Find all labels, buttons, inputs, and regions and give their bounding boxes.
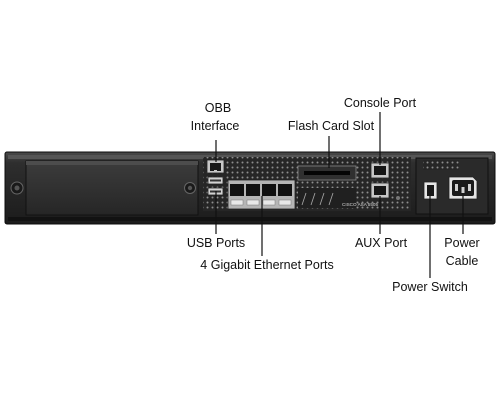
label-power-line2: Cable [446, 254, 479, 268]
obb-port [206, 159, 225, 174]
label-power-line1: Power [444, 236, 479, 250]
blank-slot-cover [25, 160, 199, 216]
flash-card-slot [297, 165, 357, 181]
model-label: CISCO ASA 5505 [342, 202, 378, 207]
status-led-strip [298, 188, 356, 208]
label-obb-line1: OBB [205, 101, 231, 115]
leader-lines [215, 112, 464, 278]
ground-screw-icon [396, 196, 400, 200]
label-obb-line2: Interface [191, 119, 240, 133]
label-aux-port: AUX Port [355, 236, 408, 250]
label-power-switch: Power Switch [392, 280, 468, 294]
label-usb-ports: USB Ports [187, 236, 245, 250]
label-console-port: Console Port [344, 96, 417, 110]
console-port [370, 162, 390, 179]
power-inlet [448, 176, 478, 200]
label-gigabit-ports: 4 Gigabit Ethernet Ports [200, 258, 333, 272]
right-thumbscrew-icon [184, 182, 196, 194]
left-thumbscrew-icon [10, 181, 24, 195]
aux-port [370, 182, 390, 199]
label-flash-card-slot: Flash Card Slot [288, 119, 375, 133]
